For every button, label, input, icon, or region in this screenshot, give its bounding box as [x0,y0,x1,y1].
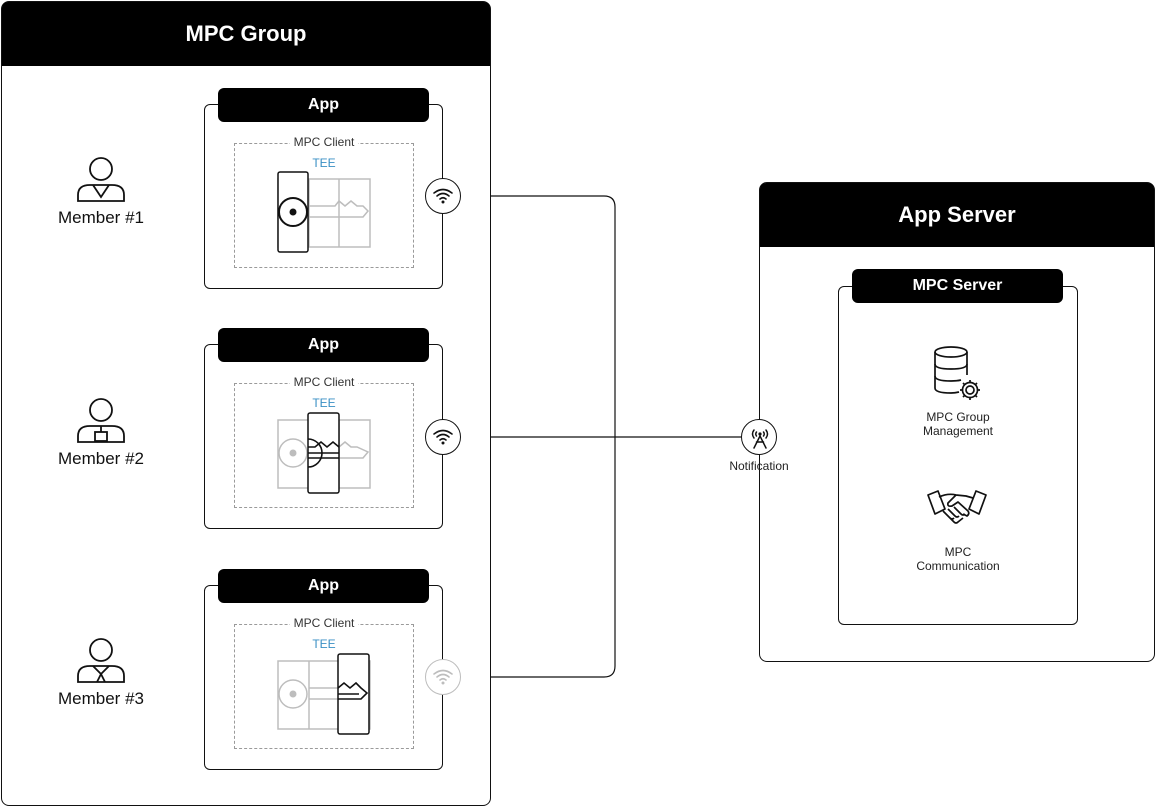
mpc-client-label: MPC Client [289,616,359,630]
key-share-icon [277,653,371,735]
person-tie-icon [77,638,125,683]
mpc-group-title: MPC Group [2,2,490,66]
tee-label: TEE [312,396,336,410]
mpc-client-label: MPC Client [289,135,359,149]
tee-label: TEE [312,637,336,651]
group-management-label: MPC Group Management [922,410,994,438]
wifi-icon [425,419,461,455]
database-gear-icon [934,346,980,400]
notification-label: Notification [729,459,789,473]
person-badge-icon [77,398,125,443]
mpc-client-area: MPC Client TEE [234,616,414,749]
communication-label: MPC Communication [916,545,1000,573]
handshake-icon [927,490,987,524]
mpc-client-label: MPC Client [289,375,359,389]
mpc-server-box [838,286,1078,625]
mpc-client-area: MPC Client TEE [234,135,414,268]
app-title-3: App [218,569,429,603]
key-share-icon [277,412,371,494]
person-icon [77,157,125,202]
wifi-icon-muted [425,659,461,695]
member-label: Member #2 [58,449,144,468]
mpc-server-title: MPC Server [852,269,1063,303]
notification-antenna-icon [741,419,777,455]
tee-label: TEE [312,156,336,170]
app-title-2: App [218,328,429,362]
key-share-icon [277,171,371,253]
app-title-1: App [218,88,429,122]
member-label: Member #3 [58,689,144,708]
app-server-title: App Server [760,183,1154,247]
mpc-client-area: MPC Client TEE [234,375,414,508]
wifi-icon [425,178,461,214]
member-label: Member #1 [58,208,144,227]
